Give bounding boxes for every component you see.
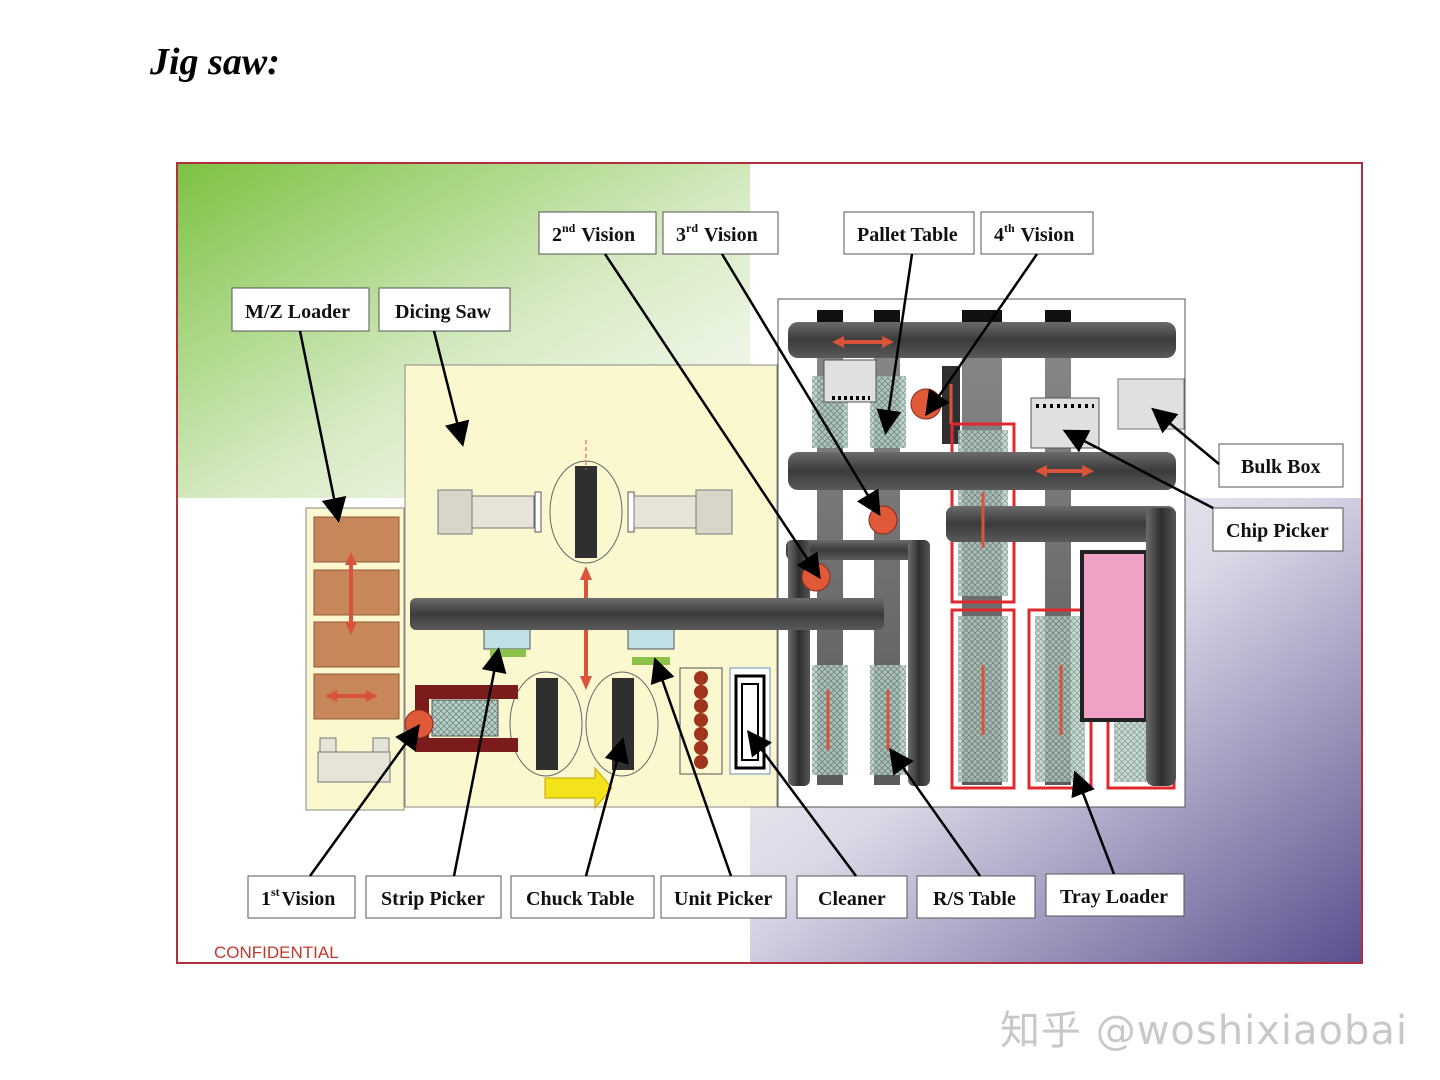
label-strip-picker: Strip Picker — [381, 888, 485, 910]
confidential-mark: CONFIDENTIAL — [214, 943, 339, 962]
page-title: Jig saw: — [150, 41, 280, 83]
dicing-saw-area — [404, 364, 778, 810]
label-chip-picker: Chip Picker — [1226, 520, 1329, 542]
label-mz-loader: M/Z Loader — [245, 301, 350, 323]
watermark: 知乎 @woshixiaobai — [1000, 1008, 1408, 1054]
label-unit-picker: Unit Picker — [674, 888, 772, 910]
label-bulk-box: Bulk Box — [1241, 456, 1320, 478]
label-chuck-table: Chuck Table — [526, 888, 635, 910]
label-pallet-table: Pallet Table — [857, 224, 958, 246]
handler-area — [777, 298, 1186, 808]
mz-loader-unit — [305, 507, 434, 811]
label-cleaner: Cleaner — [818, 888, 886, 910]
label-tray-loader: Tray Loader — [1060, 886, 1168, 908]
main-rail — [410, 598, 884, 630]
label-dicing-saw: Dicing Saw — [395, 301, 492, 323]
leader-lines — [298, 253, 1220, 877]
label-rs-table: R/S Table — [933, 888, 1016, 910]
